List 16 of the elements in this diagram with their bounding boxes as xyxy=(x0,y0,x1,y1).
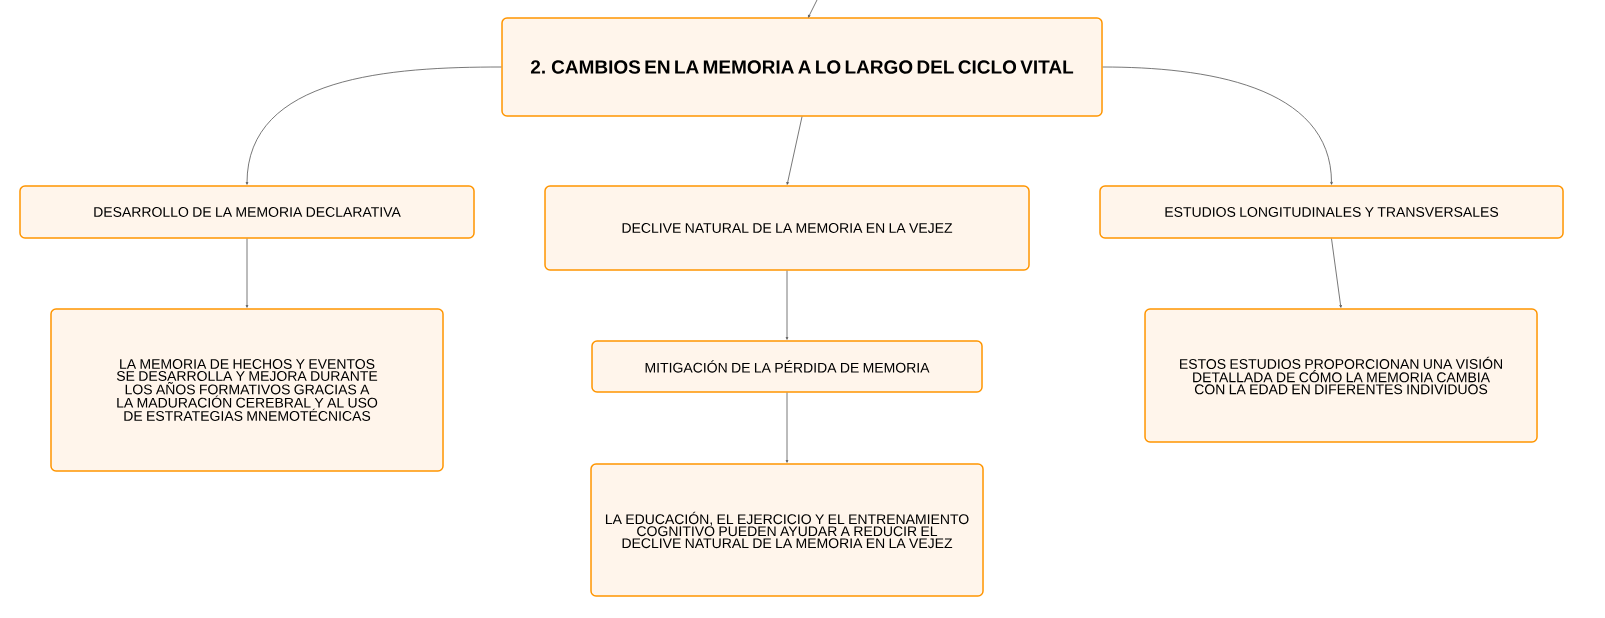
arrow xyxy=(786,116,803,185)
arrow xyxy=(808,0,818,18)
arrow xyxy=(245,238,249,308)
arrow xyxy=(1331,238,1342,308)
arrow xyxy=(785,392,789,463)
topic-box: LA MEMORIA DE HECHOS Y EVENTOS SE DESARROLLA Y MEJORA DURANTE LOS AÑOS FORMATIVOS GRACIAS A LA MADURACIÓN CEREBRAL Y AL USO DE ESTRATEGIAS MNEMOTÉCNICAS xyxy=(50,308,444,472)
topic-box: LA EDUCACIÓN, EL EJERCICIO Y EL ENTRENAMIENTO COGNITIVO PUEDEN AYUDAR A REDUCIR EL DECLIVE NATURAL DE LA MEMORIA EN LA VEJEZ xyxy=(590,463,984,597)
arrow xyxy=(1102,66,1333,185)
topic-box: DESARROLLO DE LA MEMORIA DECLARATIVA xyxy=(19,185,475,239)
topic-box: DECLIVE NATURAL DE LA MEMORIA EN LA VEJEZ xyxy=(544,185,1030,271)
topic-box: ESTUDIOS LONGITUDINALES Y TRANSVERSALES xyxy=(1099,185,1564,239)
arrow xyxy=(785,270,789,340)
arrow xyxy=(245,66,502,185)
topic-box: MITIGACIÓN DE LA PÉRDIDA DE MEMORIA xyxy=(591,340,983,393)
topic-box: 2. CAMBIOS EN LA MEMORIA A LO LARGO DEL CICLO VITAL xyxy=(501,17,1103,117)
topic-box: ESTOS ESTUDIOS PROPORCIONAN UNA VISIÓN DETALLADA DE CÓMO LA MEMORIA CAMBIA CON LA EDAD EN DIFERENTES INDIVIDUOS xyxy=(1144,308,1538,443)
